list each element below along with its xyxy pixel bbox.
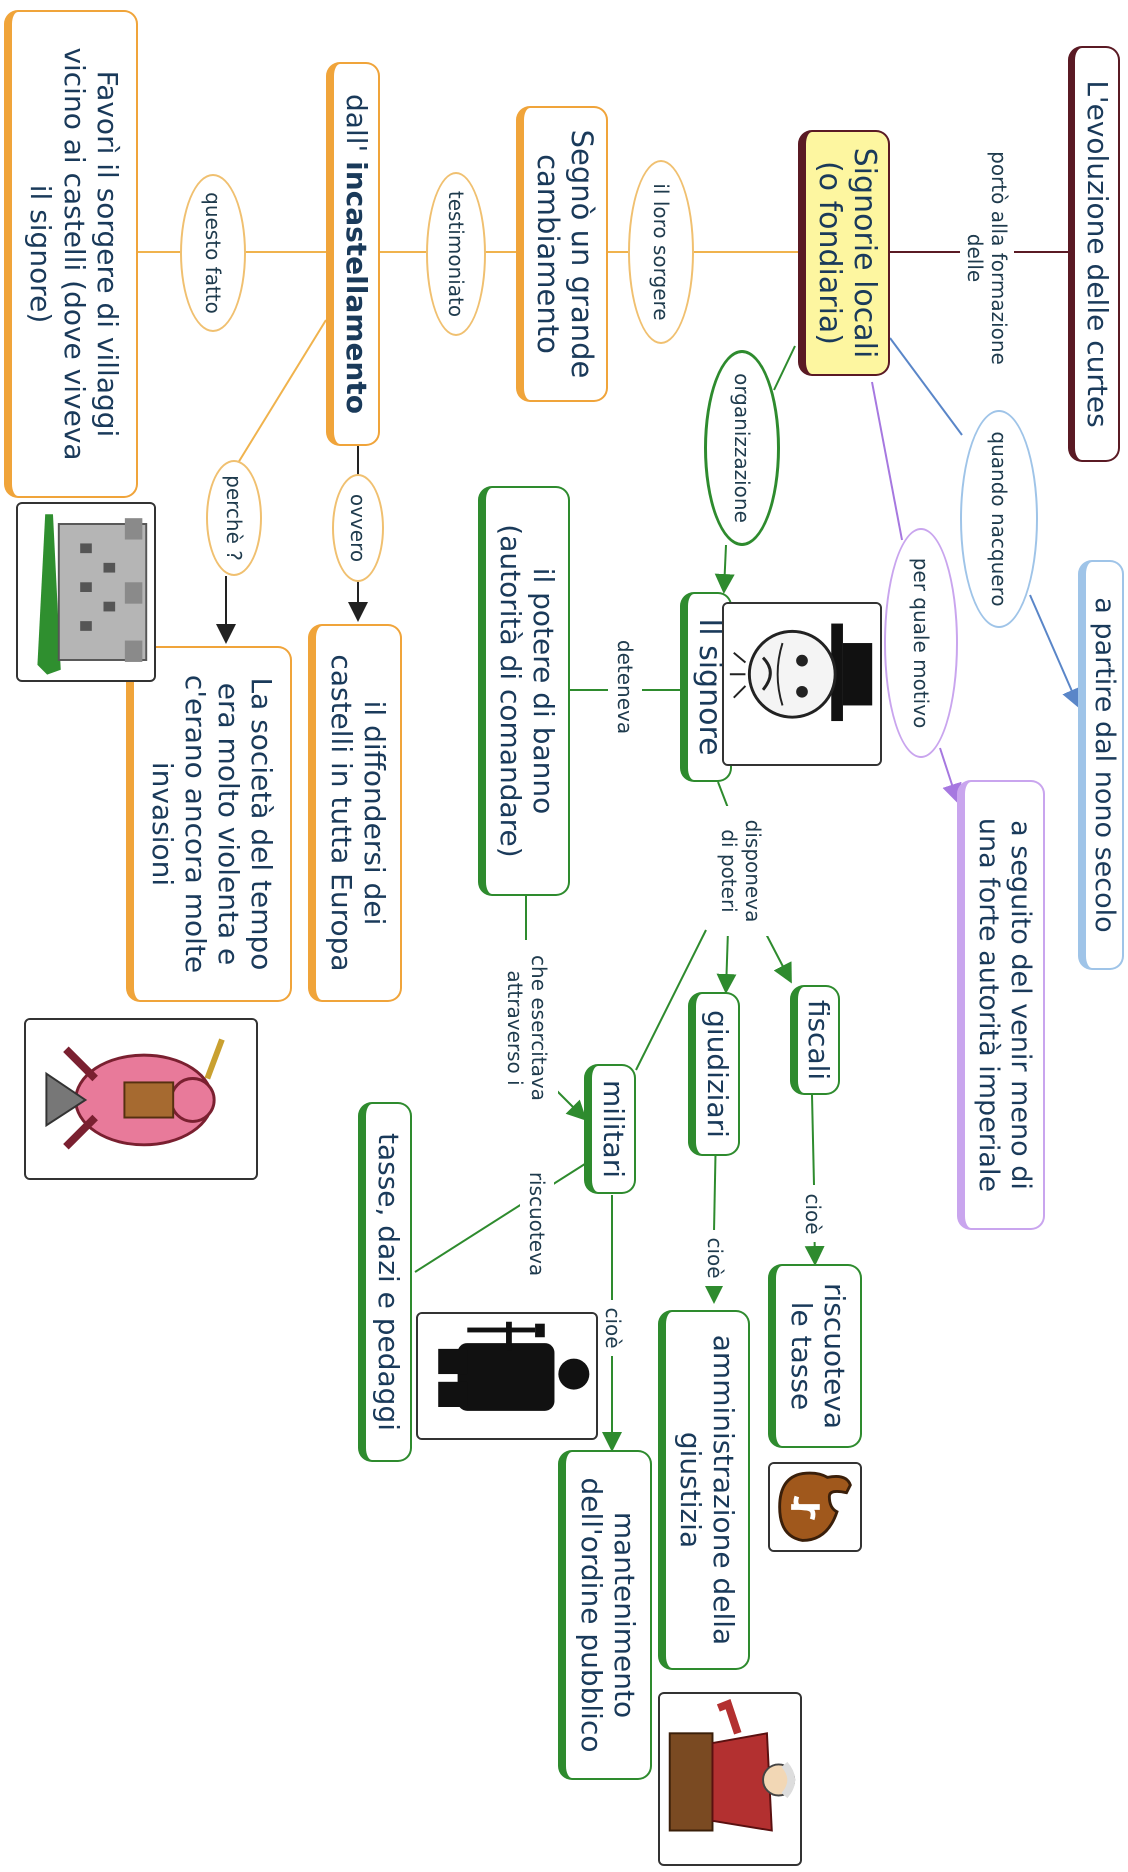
judge-icon [658, 1692, 802, 1866]
title-node: L'evoluzione delle curtes [1068, 46, 1120, 462]
ovvero-label: ovvero [332, 474, 384, 582]
diffondersi-text: il diffondersi dei castelli in tutta Eur… [325, 654, 392, 972]
motivo-label: per quale motivo [884, 528, 958, 758]
fiscali-text: fiscali [801, 999, 835, 1081]
tasse-dazi-node: tasse, dazi e pedaggi [358, 1102, 412, 1462]
incastellamento-prefix: dall' [339, 94, 373, 162]
porto-label: portò alla formazione delle [960, 140, 1014, 376]
cioe-label-3: cioè [596, 1300, 630, 1356]
giustizia-node: amministrazione della giustizia [658, 1310, 750, 1670]
castle-icon [16, 502, 156, 682]
disponeva-label: disponeva di poteri [710, 806, 772, 936]
villaggi-text: Favorì il sorgere di villaggi vicino ai … [24, 47, 124, 461]
quando-label: quando nacquero [960, 410, 1038, 628]
militari-node: militari [584, 1064, 636, 1194]
organizzazione-label: organizzazione [704, 350, 780, 546]
signorie-text: Signorie locali (o fondiaria) [812, 147, 883, 359]
autorita-text: a seguito del venir meno di una forte au… [973, 817, 1036, 1193]
diffondersi-node: il diffondersi dei castelli in tutta Eur… [308, 624, 402, 1002]
giudiziari-node: giudiziari [688, 992, 740, 1156]
tasse-dazi-text: tasse, dazi e pedaggi [371, 1132, 405, 1432]
signorie-node: Signorie locali (o fondiaria) [798, 130, 890, 376]
perche-label: perchè ? [206, 460, 262, 576]
giudiziari-text: giudiziari [700, 1010, 734, 1138]
incastellamento-node: dall' incastellamento [326, 62, 380, 446]
fiscali-node: fiscali [790, 985, 840, 1095]
testimoniato-label: testimoniato [426, 172, 486, 336]
tasse-riscuoteva-node: riscuoteva le tasse [768, 1264, 862, 1448]
cambiamento-node: Segnò un grande cambiamento [516, 106, 608, 402]
cambiamento-text: Segnò un grande cambiamento [531, 129, 600, 379]
ordine-text: mantenimento dell'ordine pubblico [575, 1477, 642, 1753]
autorita-node: a seguito del venir meno di una forte au… [957, 780, 1045, 1230]
loro-sorgere-label: il loro sorgere [628, 160, 694, 344]
giustizia-text: amministrazione della giustizia [674, 1334, 741, 1646]
potere-banno-text: il potere di banno (autorità di comandar… [494, 524, 561, 858]
cioe-label-1: cioè [796, 1186, 830, 1242]
knight-silhouette-icon [416, 1312, 598, 1440]
ordine-node: mantenimento dell'ordine pubblico [558, 1450, 652, 1780]
incastellamento-keyword: incastellamento [339, 161, 373, 414]
tasse-riscuoteva-text: riscuoteva le tasse [785, 1282, 852, 1430]
money-bag-icon [768, 1462, 862, 1552]
questo-fatto-label: questo fatto [180, 174, 246, 332]
nono-secolo-node: a partire dal nono secolo [1078, 560, 1124, 970]
warrior-icon [24, 1018, 258, 1180]
potere-banno-node: il potere di banno (autorità di comandar… [478, 486, 570, 896]
societa-text: La società del tempo era molto violenta … [145, 674, 279, 974]
deteneva-label: deteneva [608, 622, 642, 752]
top-hat-face-icon [722, 602, 882, 766]
cioe-label-2: cioè [698, 1230, 732, 1286]
societa-node: La società del tempo era molto violenta … [126, 646, 292, 1002]
militari-text: militari [596, 1079, 630, 1179]
nono-secolo-text: a partire dal nono secolo [1088, 597, 1120, 933]
title-text: L'evoluzione delle curtes [1080, 80, 1114, 428]
villaggi-node: Favorì il sorgere di villaggi vicino ai … [4, 10, 138, 498]
riscuoteva-label: riscuoteva [520, 1162, 554, 1286]
che-esercitava-label: che esercitava attraverso i [496, 940, 558, 1116]
